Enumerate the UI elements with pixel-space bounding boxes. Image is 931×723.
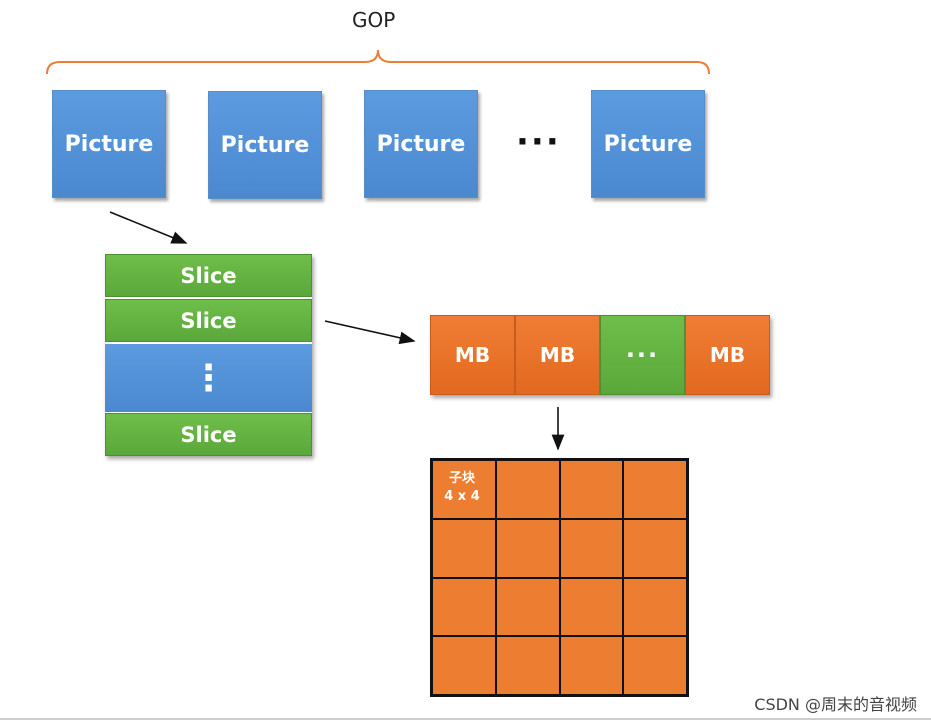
grid-cell [623, 636, 687, 695]
slice-block-1: Slice [105, 254, 312, 297]
grid-cell [559, 577, 624, 637]
picture-block-4: Picture [591, 90, 705, 198]
picture-block-2: Picture [208, 91, 322, 199]
picture-block-3: Picture [364, 90, 478, 198]
picture-ellipsis: ··· [516, 122, 561, 162]
mb-block-1: MB [430, 315, 515, 395]
subblock-label-line1: 子块 [448, 471, 475, 486]
arrow-slice-to-mb [324, 320, 416, 345]
watermark: CSDN @周末的音视频 [754, 695, 917, 714]
grid-cell [432, 460, 496, 519]
slice-block-2: Slice [105, 299, 312, 342]
grid-cell [559, 636, 624, 695]
grid-cell [495, 518, 560, 578]
grid-cell [432, 518, 496, 578]
grid-cell [559, 518, 624, 578]
grid-cell [495, 460, 560, 519]
grid-cell [623, 577, 687, 637]
grid-cell [432, 636, 496, 695]
mb-block-2: MB [515, 315, 600, 395]
slice-ellipsis: ⋮ [105, 344, 312, 412]
gop-brace [46, 49, 710, 75]
grid-cell [495, 636, 560, 695]
grid-cell [432, 577, 496, 637]
mb-block-3: MB [685, 315, 770, 395]
grid-cell [623, 460, 687, 519]
subblock-label: 子块 4 x 4 [433, 470, 491, 506]
bottom-divider [0, 718, 931, 720]
subblock-grid [430, 458, 689, 697]
picture-block-1: Picture [52, 90, 166, 198]
gop-label: GOP [352, 8, 396, 32]
mb-ellipsis: ··· [600, 315, 685, 395]
grid-cell [623, 518, 687, 578]
grid-cell [495, 577, 560, 637]
subblock-label-line2: 4 x 4 [444, 489, 480, 504]
arrow-picture-to-slice [109, 211, 188, 244]
grid-cell [559, 460, 624, 519]
slice-block-3: Slice [105, 413, 312, 456]
